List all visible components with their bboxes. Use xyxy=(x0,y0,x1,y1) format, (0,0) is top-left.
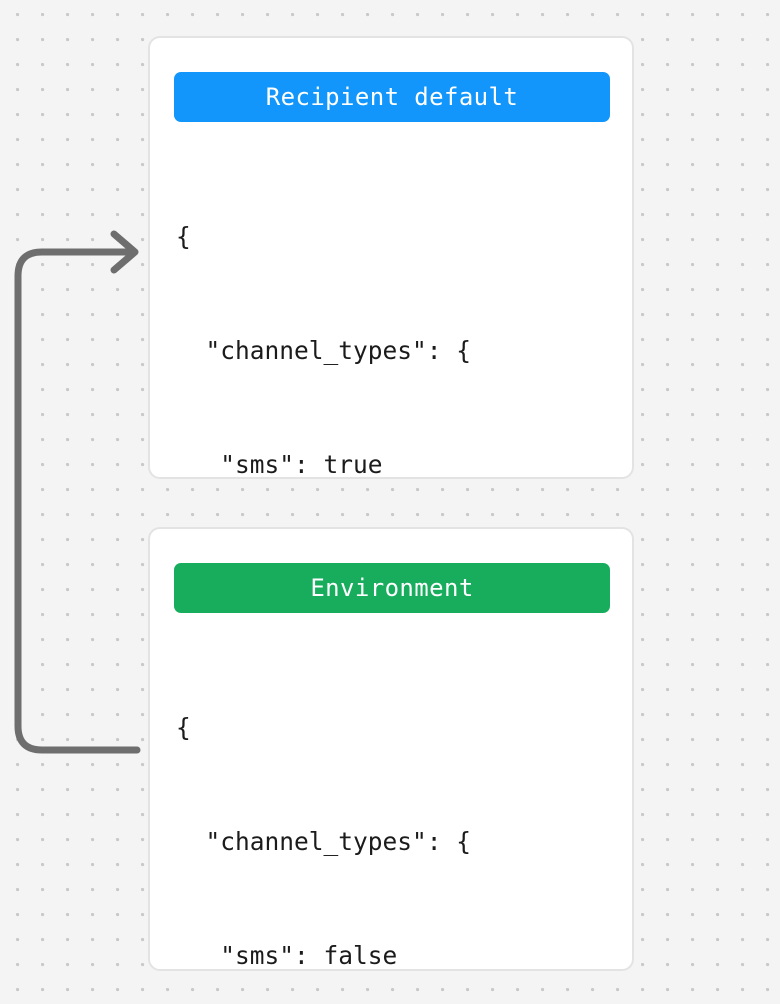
code-line: "channel_types": { xyxy=(176,827,472,856)
card-environment-code: { "channel_types": { "sms": false }, "ca… xyxy=(176,633,622,1004)
card-environment[interactable]: Environment { "channel_types": { "sms": … xyxy=(148,527,634,971)
card-recipient-default[interactable]: Recipient default { "channel_types": { "… xyxy=(148,36,634,935)
code-line: { xyxy=(176,222,191,251)
code-line: { xyxy=(176,713,191,742)
card-recipient-default-header: Recipient default xyxy=(174,72,610,122)
code-line: "sms": false xyxy=(176,941,398,970)
code-line: "sms": true xyxy=(176,450,383,479)
card-environment-header: Environment xyxy=(174,563,610,613)
code-line: "channel_types": { xyxy=(176,336,472,365)
